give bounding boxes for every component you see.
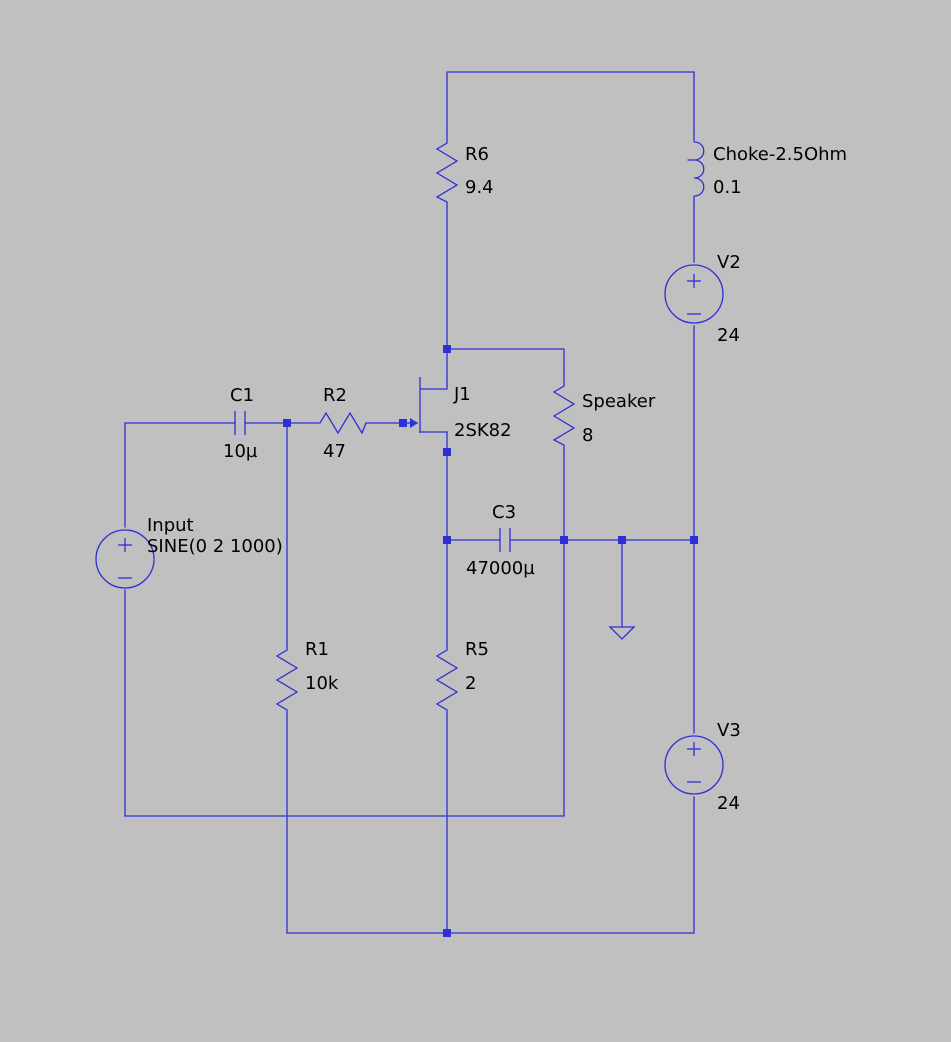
- wire-input-c1[interactable]: [124, 422, 236, 528]
- jfet-j1[interactable]: [403, 377, 448, 433]
- junction-source: [443, 448, 451, 456]
- resistor-r2[interactable]: [310, 411, 367, 435]
- j1-value: 2SK82: [454, 420, 512, 441]
- junction-gate: [399, 419, 407, 427]
- input-name: Input: [147, 515, 194, 536]
- v3-name: V3: [717, 720, 741, 741]
- junction-rail: [690, 536, 698, 544]
- r2-value: 47: [323, 441, 346, 462]
- choke-name: Choke-2.5Ohm: [713, 144, 847, 165]
- r6-value: 9.4: [465, 177, 494, 198]
- wire-top[interactable]: [446, 71, 695, 134]
- labels: R6 9.4 Choke-2.5Ohm 0.1 V2 24 J1 2SK82 S…: [147, 144, 847, 814]
- wire-v3-bottom[interactable]: [286, 713, 695, 934]
- junction-bottom: [443, 929, 451, 937]
- junction-drain: [443, 345, 451, 353]
- wire-speaker-return[interactable]: [124, 539, 565, 817]
- resistor-r5[interactable]: [435, 640, 459, 714]
- voltage-source-v3[interactable]: [664, 735, 724, 795]
- c3-name: C3: [492, 502, 516, 523]
- voltage-source-v2[interactable]: [664, 264, 724, 324]
- r1-value: 10k: [305, 673, 339, 694]
- choke-value: 0.1: [713, 177, 742, 198]
- v2-value: 24: [717, 325, 740, 346]
- input-value: SINE(0 2 1000): [147, 536, 283, 557]
- r5-name: R5: [465, 639, 489, 660]
- c1-value: 10µ: [223, 441, 258, 462]
- junctions: [283, 345, 698, 937]
- c3-value: 47000µ: [466, 558, 535, 579]
- r2-name: R2: [323, 385, 347, 406]
- capacitor-c1[interactable]: [234, 411, 246, 435]
- inductor-choke[interactable]: [687, 133, 705, 206]
- ground-symbol: [608, 626, 636, 640]
- resistor-r1[interactable]: [275, 640, 299, 714]
- junction-gate-input: [283, 419, 291, 427]
- capacitor-c3[interactable]: [499, 528, 511, 552]
- resistor-speaker[interactable]: [552, 375, 576, 449]
- r1-name: R1: [305, 639, 329, 660]
- junction-ground: [618, 536, 626, 544]
- junction-c3-left: [443, 536, 451, 544]
- c1-name: C1: [230, 385, 254, 406]
- r6-name: R6: [465, 144, 489, 165]
- wires: [124, 71, 695, 934]
- j1-name: J1: [453, 384, 471, 405]
- resistor-r6[interactable]: [435, 133, 459, 206]
- v3-value: 24: [717, 793, 740, 814]
- junction-c3-right: [560, 536, 568, 544]
- voltage-source-input[interactable]: [95, 529, 155, 589]
- v2-name: V2: [717, 252, 741, 273]
- speaker-value: 8: [582, 425, 593, 446]
- r5-value: 2: [465, 673, 476, 694]
- speaker-name: Speaker: [582, 391, 656, 412]
- wire-drain-speaker[interactable]: [446, 348, 565, 376]
